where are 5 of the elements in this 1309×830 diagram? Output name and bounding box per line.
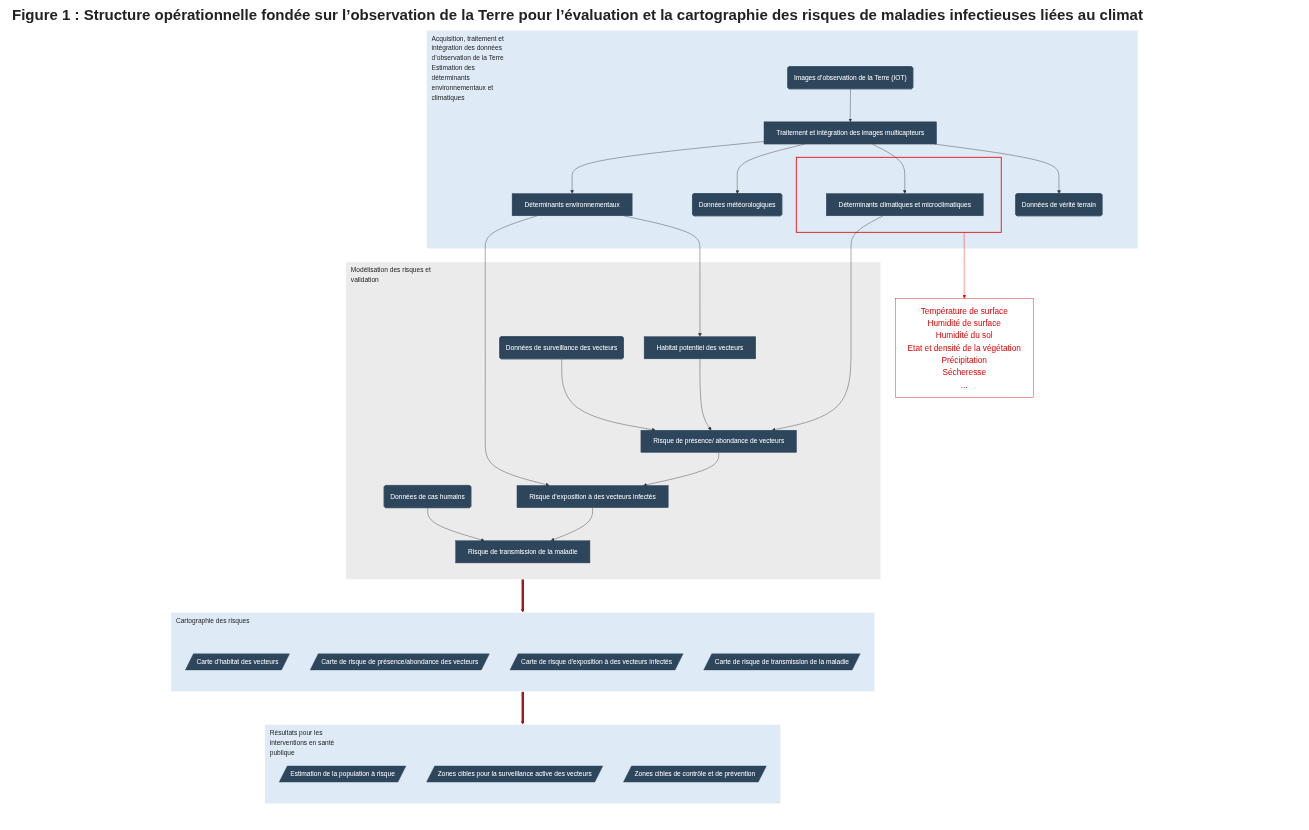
figure-title: Figure 1 : Structure opérationnelle fondée sur l’observation de la Terre pour l’évaluation et la cartographie des risques de maladies infectieuses liées au climat	[12, 6, 1144, 23]
arrow	[520, 691, 525, 725]
node-box: Température de surface Humidité de surface Humidité du sol Etat et densité de la végétation Précipitation Sécheresse ...	[895, 298, 1034, 398]
cluster	[795, 156, 1002, 233]
arrow	[520, 579, 525, 613]
